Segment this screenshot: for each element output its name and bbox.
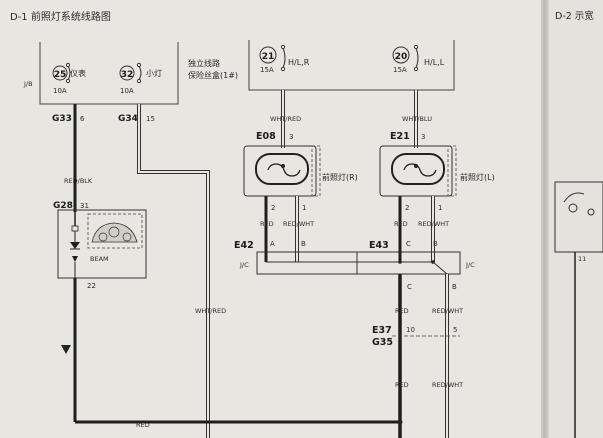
jc-label-right: J/C xyxy=(465,261,475,269)
svg-text:RED/WHT: RED/WHT xyxy=(283,220,314,228)
beam-label: BEAM xyxy=(90,255,109,263)
wire-wht-red-right: WHT/RED xyxy=(270,90,301,148)
connector-e43: E43 xyxy=(369,240,389,251)
svg-text:WHT/RED: WHT/RED xyxy=(195,307,226,315)
independent-line-label: 独立线路 xyxy=(188,58,220,68)
fuse-21-rating: 15A xyxy=(260,66,274,74)
pin-jc-c: C xyxy=(407,283,412,291)
fuse-25: 25 仪表 10A xyxy=(52,62,86,95)
pin-e08-3: 3 xyxy=(289,133,293,141)
resistor-icon xyxy=(71,225,79,232)
pin-e37-5: 5 xyxy=(453,326,457,334)
svg-text:S: S xyxy=(63,346,66,352)
pin-g28-22: 22 xyxy=(87,282,96,290)
jc-label-left: J/C xyxy=(239,261,249,269)
svg-text:RED: RED xyxy=(260,220,274,228)
svg-text:RED: RED xyxy=(394,220,408,228)
connector-e37: E37 xyxy=(372,325,392,336)
left-fuse-box-outline xyxy=(39,42,179,105)
fuse-20-rating: 15A xyxy=(393,66,407,74)
pin-e42-a: A xyxy=(270,240,275,248)
fuse-20-name: H/L,L xyxy=(424,58,445,67)
svg-text:25: 25 xyxy=(54,70,67,80)
svg-text:32: 32 xyxy=(121,70,134,80)
headlamp-left-label: 前照灯(L) xyxy=(460,172,495,182)
pin-e08-2: 2 xyxy=(271,204,275,212)
svg-text:RED: RED xyxy=(136,421,150,429)
pin-g28-31: 31 xyxy=(80,202,89,210)
splice-point xyxy=(397,419,403,425)
right-page xyxy=(549,0,603,438)
meter-gauge-icon xyxy=(91,222,138,243)
headlamp-bulb-icon xyxy=(391,153,445,185)
headlamp-left: 前照灯(L) xyxy=(379,145,495,197)
connector-e08: E08 xyxy=(256,131,276,142)
pin-jc-b: B xyxy=(452,283,457,291)
fuse-32-rating: 10A xyxy=(120,87,134,95)
pin-e42-b: B xyxy=(301,240,306,248)
connector-g28: G28 xyxy=(53,201,73,211)
headlamp-bulb-icon xyxy=(255,153,309,185)
pin-11: 11 xyxy=(578,255,586,263)
left-fuse-box: J/B 25 仪表 10A 32 小灯 10A 独立线路 保险丝盒(1#) xyxy=(23,42,238,105)
pin-e21-2: 2 xyxy=(405,204,409,212)
fuse-20: 20 H/L,L 15A xyxy=(392,44,445,74)
svg-text:20: 20 xyxy=(395,52,408,62)
ground-triangle-icon xyxy=(61,345,71,354)
svg-text:RED: RED xyxy=(395,381,409,389)
right-page-fragment: 11 xyxy=(554,181,603,438)
svg-text:WHT/BLU: WHT/BLU xyxy=(402,115,432,123)
connector-e21: E21 xyxy=(390,131,410,142)
headlamp-right: 前照灯(R) xyxy=(243,145,358,197)
switch-icon xyxy=(563,192,585,203)
svg-text:WHT/RED: WHT/RED xyxy=(270,115,301,123)
svg-text:RED/WHT: RED/WHT xyxy=(432,381,463,389)
fuse-box-note: 保险丝盒(1#) xyxy=(188,70,238,80)
pin-g34: 15 xyxy=(146,115,155,123)
pin-g33: 6 xyxy=(80,115,85,123)
joint-connector: J/C J/C xyxy=(239,251,475,275)
wire-red-blk: RED/BLK xyxy=(64,104,93,212)
pin-e21-1: 1 xyxy=(438,204,442,212)
wire-red-bus: RED xyxy=(75,420,400,429)
left-page xyxy=(0,0,541,438)
wire-wht-red-left: WHT/RED xyxy=(137,104,226,438)
wire-wht-blu: WHT/BLU xyxy=(402,90,432,148)
page-title: D-1 前照灯系统线路图 xyxy=(10,10,111,23)
beam-indicator-icon xyxy=(72,256,78,262)
fuse-25-name: 仪表 xyxy=(70,68,86,78)
svg-text:RED/WHT: RED/WHT xyxy=(432,307,463,315)
right-fuse-box: 21 H/L,R 15A 20 H/L,L 15A xyxy=(248,40,455,91)
pin-e21-3: 3 xyxy=(421,133,425,141)
pin-e43-b: B xyxy=(433,240,438,248)
svg-text:RED/BLK: RED/BLK xyxy=(64,177,93,185)
fuse-21: 21 H/L,R 15A xyxy=(259,44,310,74)
book-gutter xyxy=(541,0,549,438)
svg-text:RED: RED xyxy=(395,307,409,315)
diode-icon xyxy=(70,242,80,249)
next-page-title: D-2 示宽 xyxy=(555,10,594,22)
pin-e43-c: C xyxy=(406,240,411,248)
pin-e08-1: 1 xyxy=(302,204,306,212)
connector-g34: G34 xyxy=(118,114,138,124)
svg-text:21: 21 xyxy=(262,52,275,62)
connector-g35: G35 xyxy=(372,337,393,348)
meter-cluster-box: BEAM xyxy=(57,209,147,279)
fuse-21-name: H/L,R xyxy=(288,58,310,67)
pin-e37-10: 10 xyxy=(406,326,415,334)
headlamp-right-label: 前照灯(R) xyxy=(322,172,358,182)
fuse-32-name: 小灯 xyxy=(146,68,162,78)
fuse-32: 32 小灯 10A xyxy=(119,62,162,95)
jb-label: J/B xyxy=(23,80,33,88)
svg-text:RED/WHT: RED/WHT xyxy=(418,220,449,228)
connector-e42: E42 xyxy=(234,240,254,251)
fuse-25-rating: 10A xyxy=(53,87,67,95)
connector-g33: G33 xyxy=(52,114,72,124)
